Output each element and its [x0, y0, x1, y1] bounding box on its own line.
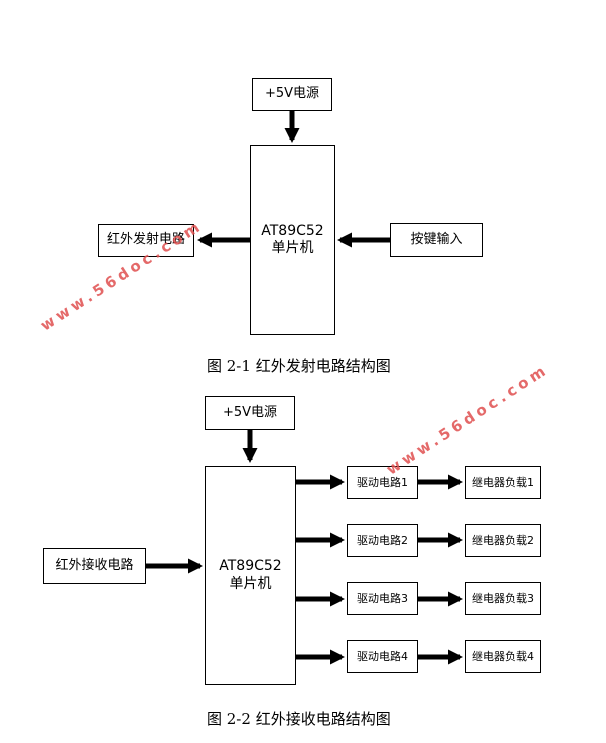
- relay-load-2-box: 继电器负载2: [465, 524, 541, 557]
- relay-load-4-label: 继电器负载4: [472, 649, 534, 663]
- receive-circuit-box: 红外接收电路: [43, 548, 146, 584]
- driver-circuit-2-label: 驱动电路2: [357, 533, 408, 547]
- power-box-1: +5V电源: [252, 78, 332, 111]
- power-label-1: +5V电源: [264, 86, 320, 102]
- caption-fig-2-1: 图 2-1 红外发射电路结构图: [207, 357, 391, 375]
- relay-load-4-box: 继电器负载4: [465, 640, 541, 673]
- driver-circuit-1-box: 驱动电路1: [347, 466, 418, 499]
- transmit-circuit-box: 红外发射电路: [98, 224, 194, 257]
- power-label-2: +5V电源: [222, 404, 278, 420]
- relay-load-1-box: 继电器负载1: [465, 466, 541, 499]
- driver-circuit-3-label: 驱动电路3: [357, 591, 408, 605]
- mcu-box-2: AT89C52 单片机: [205, 466, 296, 685]
- relay-load-1-label: 继电器负载1: [472, 475, 534, 489]
- driver-circuit-1-label: 驱动电路1: [357, 475, 408, 489]
- driver-circuit-2-box: 驱动电路2: [347, 524, 418, 557]
- relay-load-3-box: 继电器负载3: [465, 582, 541, 615]
- mcu-type-2: 单片机: [229, 575, 272, 592]
- mcu-type-1: 单片机: [271, 240, 314, 256]
- transmit-circuit-label: 红外发射电路: [106, 232, 185, 248]
- relay-load-2-label: 继电器负载2: [472, 533, 534, 547]
- relay-load-3-label: 继电器负载3: [472, 591, 534, 605]
- mcu-model-2: AT89C52: [219, 558, 282, 574]
- mcu-box-1: AT89C52 单片机: [250, 145, 335, 335]
- mcu-model-1: AT89C52: [261, 222, 324, 239]
- receive-circuit-label: 红外接收电路: [55, 557, 134, 573]
- driver-circuit-3-box: 驱动电路3: [347, 582, 418, 615]
- key-input-label: 按键输入: [410, 231, 463, 247]
- driver-circuit-4-box: 驱动电路4: [347, 640, 418, 673]
- caption-fig-2-2: 图 2-2 红外接收电路结构图: [207, 710, 391, 728]
- driver-circuit-4-label: 驱动电路4: [357, 649, 408, 663]
- key-input-box: 按键输入: [390, 223, 483, 257]
- power-box-2: +5V电源: [205, 396, 295, 430]
